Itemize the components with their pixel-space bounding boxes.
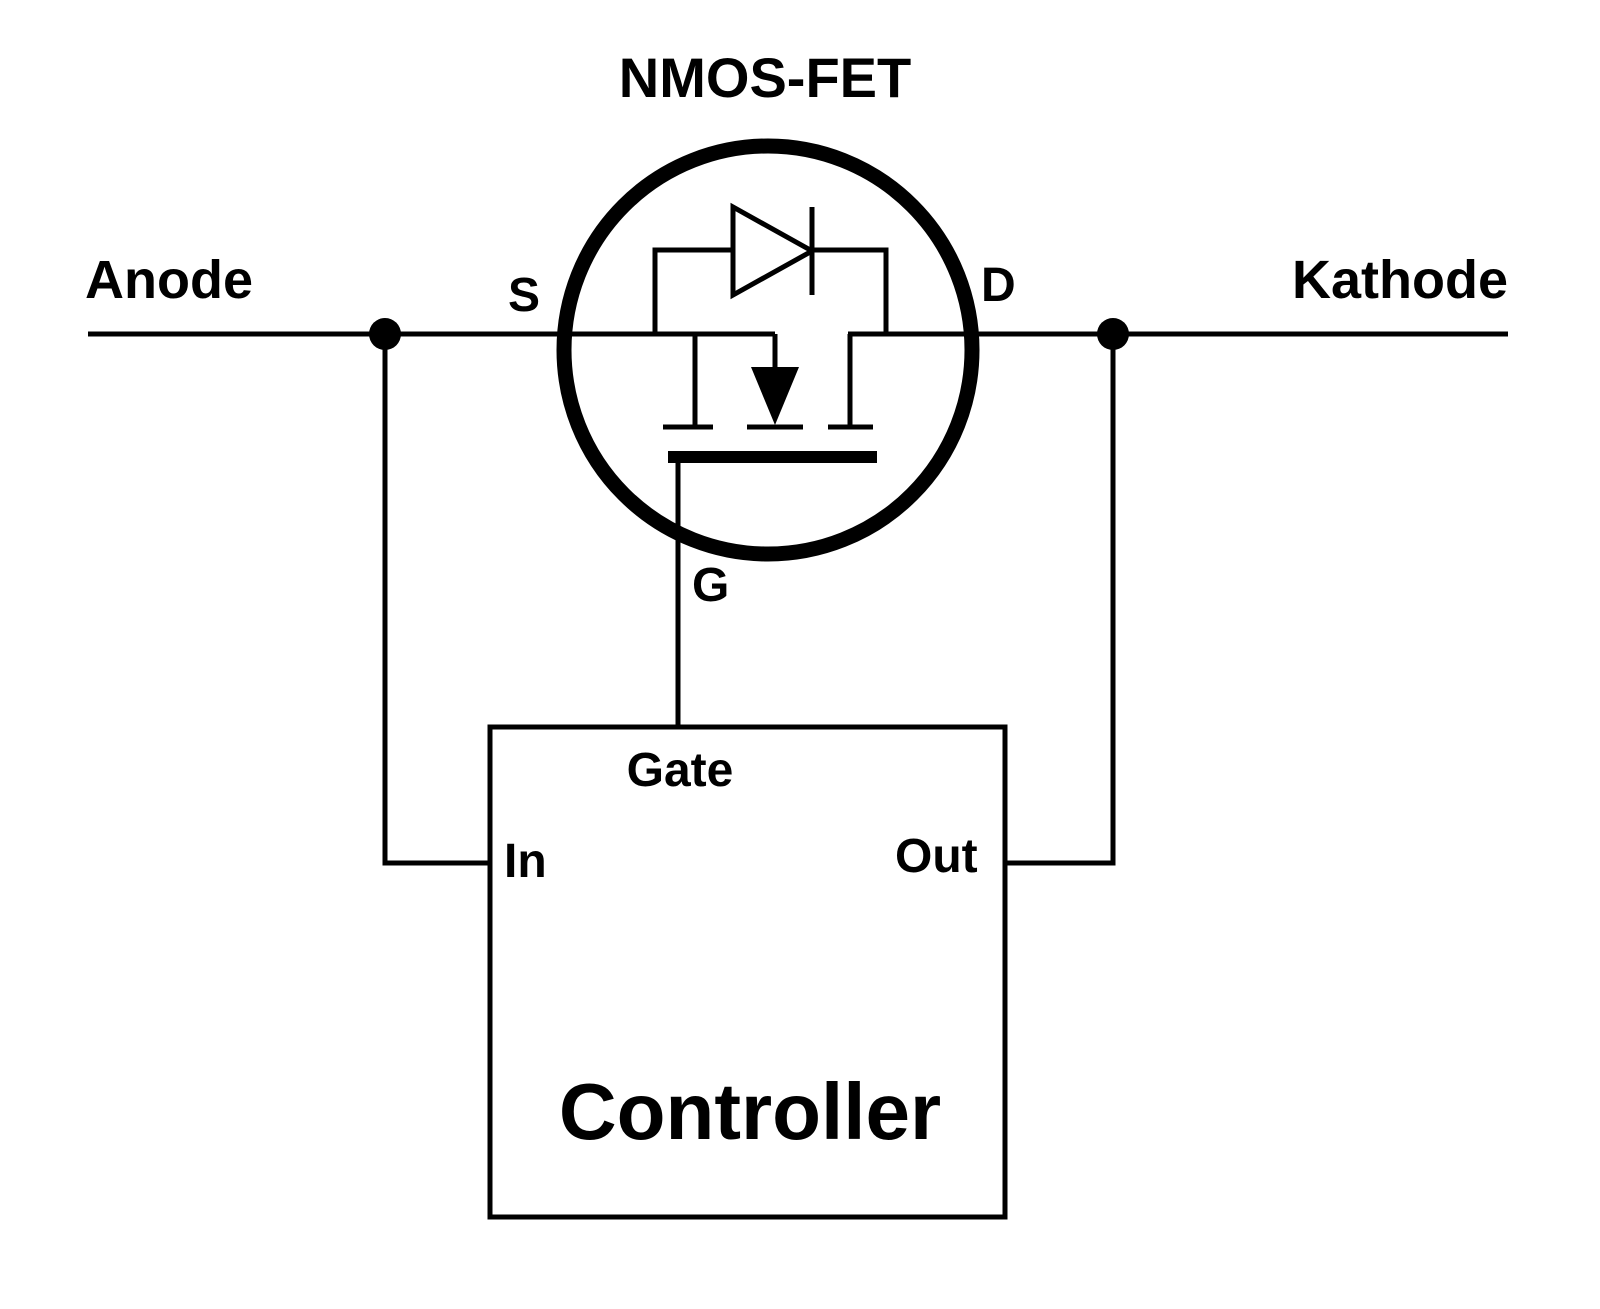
gate-pin-label: G [692, 559, 730, 612]
drain-pin-label: D [981, 259, 1016, 312]
out-sense-wire [1005, 334, 1116, 866]
mosfet-body-circle [556, 138, 980, 562]
body-arrow-head [751, 367, 799, 425]
body-diode-left-link [652, 247, 733, 334]
source-pin-label: S [508, 269, 541, 322]
controller-port-in-label: In [504, 835, 547, 888]
anode-label: Anode [85, 250, 253, 310]
body-diode-triangle [730, 202, 818, 300]
controller-name-label: Controller [558, 1067, 942, 1156]
controller-port-out-label: Out [895, 830, 978, 883]
body-diode [652, 202, 889, 334]
in-sense-wire [382, 334, 490, 866]
body-diode-right-link [812, 247, 889, 334]
kathode-label: Kathode [1292, 250, 1508, 310]
controller-box [487, 724, 1008, 1220]
controller-port-gate-label: Gate [626, 744, 734, 797]
mosfet-title-label: NMOS-FET [618, 46, 912, 109]
mosfet-channel [663, 334, 877, 463]
